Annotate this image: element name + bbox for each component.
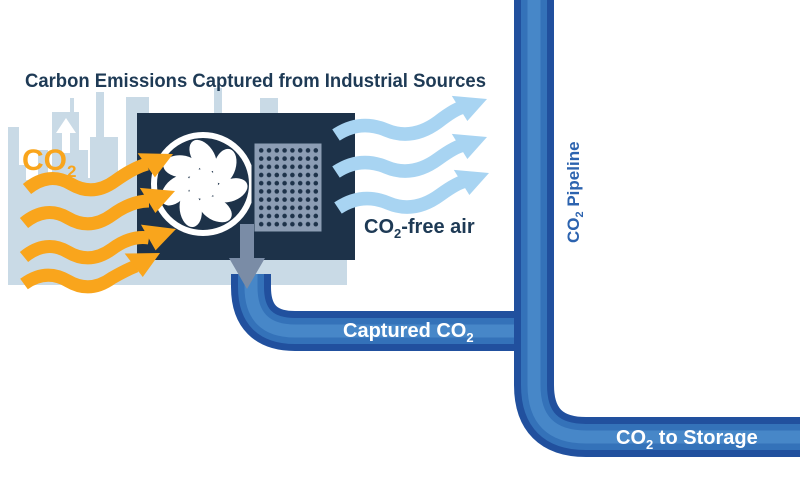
emission-arrow-wave	[19, 194, 150, 231]
clean-air-arrows	[332, 100, 468, 214]
diagram-title: Carbon Emissions Captured from Industria…	[25, 71, 486, 92]
air-arrow-wave	[332, 138, 466, 178]
emission-arrowheads	[124, 153, 176, 277]
fan-hub	[188, 169, 218, 199]
filter-panel-icon	[251, 140, 325, 235]
emission-arrow-wave	[20, 259, 139, 294]
air-arrow-wave	[334, 174, 468, 214]
co2-free-air-label: CO2-free air	[364, 216, 475, 241]
co2-to-storage-label: CO2 to Storage	[616, 427, 758, 452]
clean-air-arrowheads	[451, 95, 489, 196]
fan-icon	[151, 132, 255, 236]
emission-arrows	[19, 157, 151, 294]
captured-co2-pipe	[231, 274, 545, 351]
capture-down-arrow-icon	[229, 224, 265, 289]
co2-source-label: CO2	[22, 144, 76, 181]
capture-fan-unit	[137, 113, 355, 260]
co2-pipeline-label: CO2 Pipeline	[564, 141, 586, 243]
air-arrow-wave	[332, 100, 466, 141]
stack-up-arrow-icon	[56, 118, 76, 153]
captured-co2-label: Captured CO2	[343, 320, 474, 345]
co2-pipeline-pipe	[514, 0, 800, 457]
emission-arrow-wave	[19, 231, 151, 265]
emission-arrow-wave	[22, 157, 149, 197]
